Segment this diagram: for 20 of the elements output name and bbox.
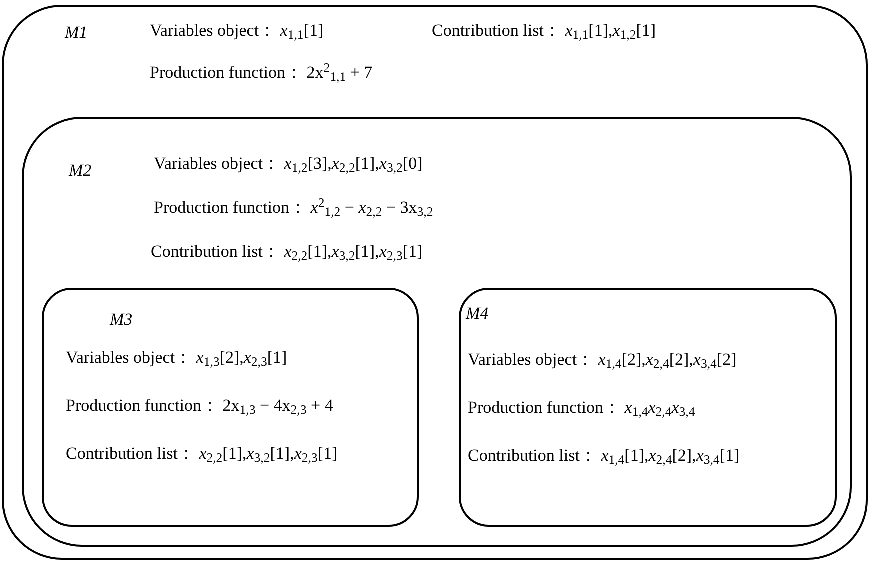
module-property-text: Production function： x$^{2}$$_{1,2}$ − x$_{2,2}$ − 3x$_{3,2}$ [154, 196, 434, 220]
module-property-text: Production function： x$_{1,4}$x$_{2,4}$x$_{3,4}$ [468, 397, 696, 420]
rounded-module-box [2, 5, 868, 560]
rounded-module-box [42, 288, 419, 527]
rounded-module-box [22, 117, 852, 547]
module-property-text: Variables object： x$_{1,4}$[2],x$_{2,4}$[2],x$_{3,4}$[2] [468, 349, 737, 372]
module-property-text: Variables object： x$_{1,2}$[3],x$_{2,2}$[1],x$_{3,2}$[0] [154, 153, 423, 176]
rounded-module-box [459, 288, 837, 527]
module-property-text: Production function： 2x$_{1,3}$ − 4x$_{2,3}$ + 4 [66, 395, 334, 418]
module-name: M4 [466, 303, 489, 325]
module-property-text: Variables object： x$_{1,3}$[2],x$_{2,3}$[1] [66, 347, 288, 370]
module-property-text: Production function： 2x$^{2}$$_{1,1}$ + 7 [150, 61, 373, 85]
module-property-text: Contribution list： x$_{1,4}$[1],x$_{2,4}$[2],x$_{3,4}$[1] [468, 445, 740, 468]
module-property-text: Contribution list： x$_{2,2}$[1],x$_{3,2}$[1],x$_{2,3}$[1] [66, 443, 338, 466]
module-property-text: Variables object： x$_{1,1}$[1] [150, 20, 324, 43]
module-property-text: Contribution list： x$_{2,2}$[1],x$_{3,2}$[1],x$_{2,3}$[1] [151, 241, 423, 264]
module-name: M1 [65, 22, 88, 44]
module-name: M3 [110, 309, 133, 331]
module-name: M2 [69, 160, 92, 182]
module-property-text: Contribution list： x$_{1,1}$[1],x$_{1,2}$[1] [432, 20, 656, 43]
